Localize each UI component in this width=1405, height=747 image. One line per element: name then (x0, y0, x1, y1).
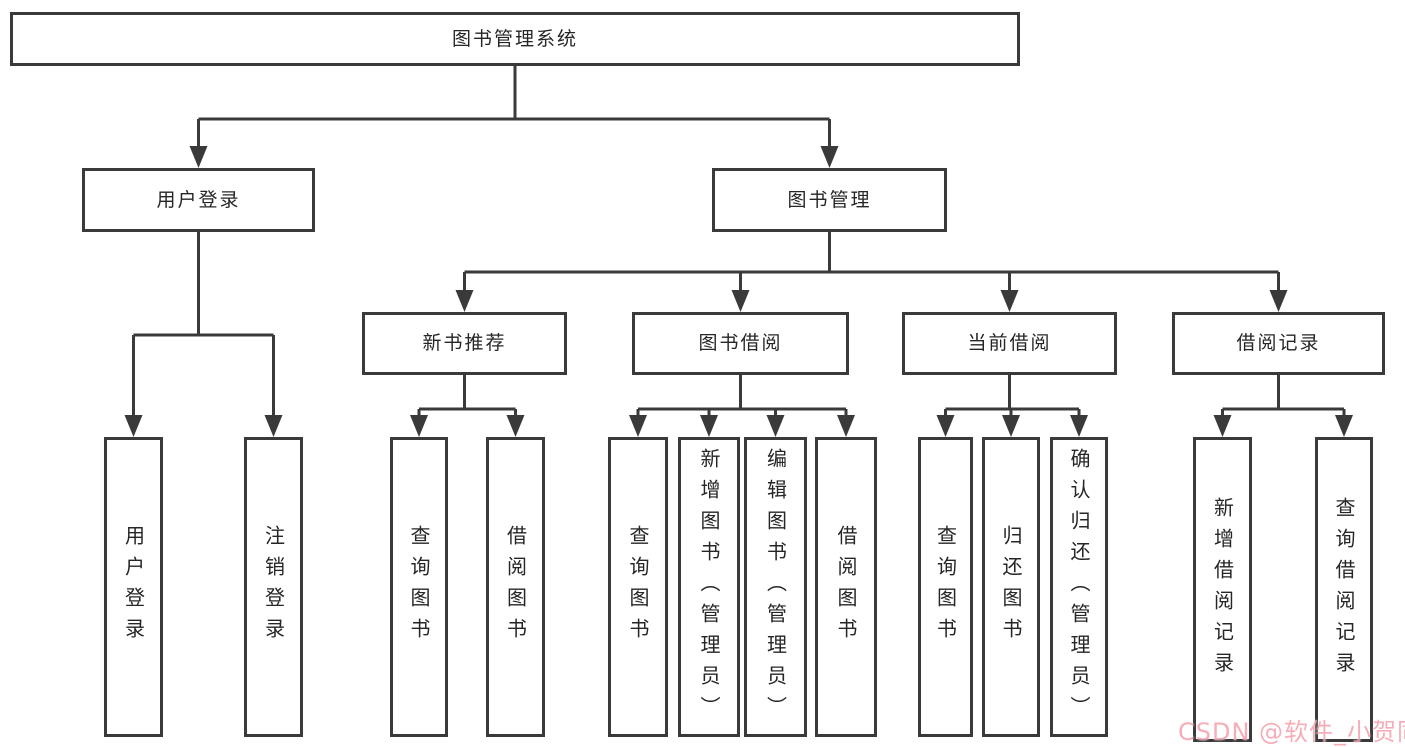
leaf-borrow-books-recommend: 借阅图书 (486, 437, 545, 737)
arrowhead-icon (629, 415, 855, 437)
arrowhead-icon (189, 146, 839, 168)
leaf-add-book-admin: 新增图书（管理员） (678, 437, 740, 737)
leaf-query-books-recommend: 查询图书 (390, 437, 448, 737)
leaf-add-borrow-record: 新增借阅记录 (1193, 437, 1252, 742)
connector-userlogin-fork (124, 232, 283, 437)
node-label: 用户登录 (121, 525, 146, 649)
node-label: 查询借阅记录 (1332, 496, 1356, 683)
node-label: 新增图书（管理员） (697, 447, 721, 727)
node-borrow-records: 借阅记录 (1172, 312, 1385, 375)
node-label: 图书借阅 (698, 332, 783, 354)
node-label: 借阅记录 (1236, 332, 1321, 354)
connector-records-fork (1213, 375, 1353, 437)
leaf-user-login: 用户登录 (104, 437, 163, 737)
node-label: 编辑图书（管理员） (763, 447, 788, 727)
node-current-borrow: 当前借阅 (902, 312, 1117, 375)
arrowhead-icon (124, 415, 283, 437)
node-library-system: 图书管理系统 (10, 12, 1020, 66)
leaf-query-books-borrow: 查询图书 (608, 437, 668, 737)
node-label: 当前借阅 (967, 332, 1052, 354)
leaf-query-borrow-record: 查询借阅记录 (1315, 437, 1373, 742)
leaf-query-books-current: 查询图书 (918, 437, 973, 737)
connector-current-fork (936, 375, 1088, 437)
node-label: 确认归还（管理员） (1067, 447, 1091, 727)
node-label: 查询图书 (933, 525, 958, 649)
leaf-borrow-books: 借阅图书 (815, 437, 877, 737)
arrowhead-icon (936, 415, 1088, 437)
node-label: 注销登录 (261, 525, 286, 649)
node-label: 归还图书 (999, 525, 1023, 649)
leaf-edit-book-admin: 编辑图书（管理员） (744, 437, 807, 737)
node-book-borrow: 图书借阅 (632, 312, 849, 375)
arrowhead-icon (1213, 415, 1353, 437)
arrowhead-icon (410, 415, 525, 437)
node-label: 用户登录 (156, 188, 241, 211)
node-book-management: 图书管理 (712, 168, 947, 232)
leaf-confirm-return-admin: 确认归还（管理员） (1050, 437, 1108, 737)
connector-bookmgmt-fork (455, 232, 1288, 312)
connector-borrowing-fork (629, 375, 855, 437)
arrowhead-icon (455, 290, 1288, 312)
connector-root-fork (189, 66, 839, 168)
leaf-return-books: 归还图书 (982, 437, 1040, 737)
node-label: 新书推荐 (422, 332, 507, 354)
node-label: 新增借阅记录 (1210, 496, 1235, 683)
node-user-login: 用户登录 (82, 168, 315, 232)
node-label: 图书管理系统 (451, 27, 578, 50)
node-label: 查询图书 (626, 525, 650, 649)
leaf-logout: 注销登录 (244, 437, 303, 737)
connector-recommend-fork (410, 375, 525, 437)
node-label: 借阅图书 (834, 525, 858, 649)
node-label: 借阅图书 (503, 525, 528, 649)
node-label: 查询图书 (407, 525, 431, 649)
watermark: CSDN @软件_小贺同学 (1178, 718, 1405, 746)
node-label: 图书管理 (787, 188, 872, 211)
node-new-book-recommend: 新书推荐 (362, 312, 567, 375)
